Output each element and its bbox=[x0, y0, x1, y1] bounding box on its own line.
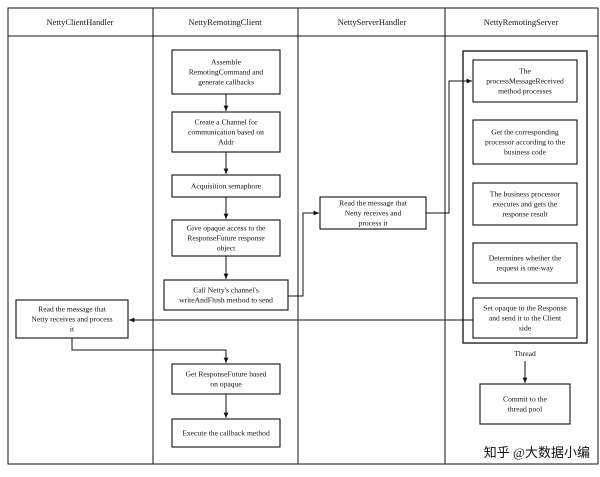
box-text-line: ResponseFuture response bbox=[187, 234, 265, 243]
box-exec-callback bbox=[171, 418, 281, 448]
box-get-processor bbox=[472, 119, 578, 165]
box-text-line: on opaque bbox=[210, 380, 242, 389]
box-text-line: Determines whether the bbox=[489, 254, 562, 263]
box-text-line: processor according to the bbox=[485, 138, 566, 147]
box-text-line: Call Netty's channel's bbox=[193, 286, 259, 295]
box-text-line: executes and gets the bbox=[493, 200, 558, 209]
box-text-line: Give opaque access to the bbox=[187, 224, 266, 233]
swimlane-frame bbox=[7, 7, 599, 465]
box-client-read bbox=[15, 299, 129, 339]
box-text-line: business code bbox=[504, 148, 547, 157]
edge-call-to-server-read bbox=[288, 210, 319, 297]
watermark: 知乎 @大数据小编 bbox=[484, 445, 590, 460]
box-text-line: method processes bbox=[498, 87, 552, 96]
box-text-line: Execute the callback method bbox=[182, 429, 270, 438]
box-text-line: processMessageReceived bbox=[486, 77, 564, 86]
box-text-line: Read the message that bbox=[38, 305, 107, 314]
box-text-line: it bbox=[70, 325, 75, 334]
box-text-line: request is one-way bbox=[497, 264, 554, 273]
box-text-line: Get the corresponding bbox=[491, 128, 559, 137]
box-exec-callback-text: Execute the callback method bbox=[182, 429, 270, 438]
box-text-line: communication based on bbox=[188, 128, 264, 137]
box-text-line: The bbox=[519, 67, 531, 76]
box-biz-exec bbox=[472, 182, 578, 226]
box-text-line: Acquisition semaphore bbox=[191, 182, 262, 191]
box-text-line: Assemble bbox=[211, 58, 242, 67]
box-text-line: Set opaque to the Response bbox=[483, 304, 567, 313]
box-pmr bbox=[472, 59, 578, 103]
edge-server-read-to-pmr bbox=[426, 78, 472, 214]
lane-title-client-handler: NettyClientHandler bbox=[46, 17, 113, 27]
box-create-channel bbox=[171, 111, 281, 153]
box-text-line: object bbox=[217, 244, 236, 253]
thread-label: Thread bbox=[514, 349, 536, 358]
box-text-line: side bbox=[519, 324, 532, 333]
box-commit bbox=[479, 383, 571, 425]
box-server-read bbox=[319, 196, 427, 230]
box-text-line: Create a Channel for bbox=[194, 118, 258, 127]
box-text-line: and send it to the Client bbox=[489, 314, 562, 323]
box-text-line: Read the message that bbox=[339, 199, 408, 208]
box-set-opaque bbox=[472, 297, 578, 339]
box-one-way bbox=[472, 242, 578, 284]
box-text-line: Netty receives and bbox=[345, 209, 402, 218]
box-text-line: Netty receives and process bbox=[31, 315, 112, 324]
box-get-future bbox=[171, 363, 281, 395]
lane-title-remoting-server: NettyRemotingServer bbox=[484, 17, 559, 27]
lane-title-remoting-client: NettyRemotingClient bbox=[188, 17, 262, 27]
box-text-line: generate callbacks bbox=[198, 78, 254, 87]
connectors bbox=[71, 78, 528, 418]
box-acquire-text: Acquisition semaphore bbox=[191, 182, 262, 191]
box-opaque bbox=[171, 219, 281, 257]
box-text-line: RemotingCommand and bbox=[189, 68, 264, 77]
lane-title-server-handler: NettyServerHandler bbox=[338, 17, 407, 27]
box-text-line: response result bbox=[502, 210, 548, 219]
box-text-line: thread pool bbox=[508, 405, 542, 414]
box-text-line: Addr bbox=[218, 138, 234, 147]
box-text-line: Commit to the bbox=[503, 395, 548, 404]
box-text-line: The business processor bbox=[490, 190, 561, 199]
box-call-netty bbox=[163, 279, 289, 311]
box-text-line: Get ResponseFuture based bbox=[186, 370, 267, 379]
box-text-line: process it bbox=[359, 219, 389, 228]
edge-client-read-to-future bbox=[71, 338, 229, 363]
box-text-line: writeAndFlush method to send bbox=[179, 296, 273, 305]
